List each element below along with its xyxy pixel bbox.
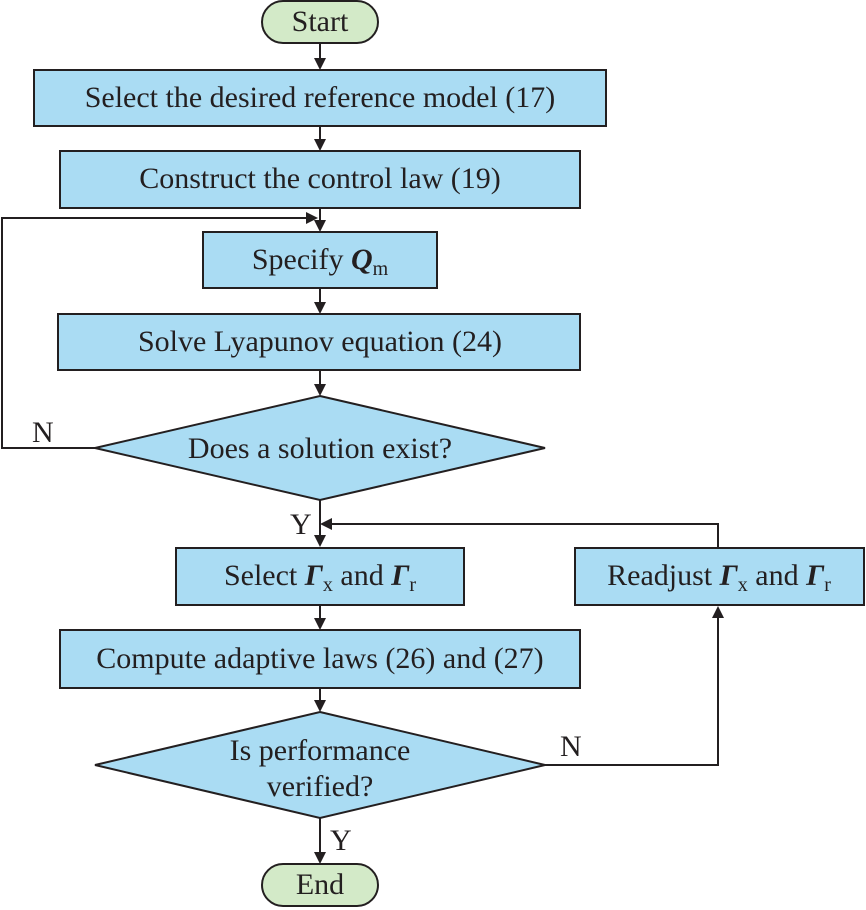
select-reference-model-label: Select the desired reference model (17) (85, 81, 556, 114)
arrowhead (314, 220, 326, 232)
decision2-yes-label: Y (330, 824, 352, 857)
gamma-r-subscript: r (824, 574, 831, 596)
gamma-x-subscript: x (323, 574, 333, 596)
select-gamma-box: Select Γx and Γr (175, 547, 465, 606)
q-symbol: Q (351, 243, 373, 276)
arrowhead (314, 58, 326, 70)
decision2-no-label: N (560, 730, 582, 763)
gamma-symbol: Γ (805, 559, 825, 592)
arrowhead (320, 518, 332, 530)
gamma-x-subscript: x (738, 574, 748, 596)
readjust-gamma-box: Readjust Γx and Γr (574, 547, 865, 606)
select-reference-model-box: Select the desired reference model (17) (33, 69, 607, 127)
connectors (1, 43, 724, 864)
end-label: End (296, 868, 344, 901)
construct-control-law-label: Construct the control law (19) (139, 162, 501, 195)
arrowhead (314, 700, 326, 712)
readjust-gamma-label: Readjust Γx and Γr (607, 559, 831, 596)
gamma-symbol: Γ (719, 559, 739, 592)
decision-solution-exists-label: Does a solution exist? (188, 432, 452, 465)
decision-performance-line2: verified? (267, 770, 374, 803)
construct-control-law-box: Construct the control law (19) (59, 150, 581, 209)
start-label: Start (292, 5, 349, 38)
decision-performance-verified: Is performance verified? (94, 710, 546, 820)
end-node: End (261, 863, 379, 907)
edge-readjust-loop (332, 523, 719, 548)
decision1-no-label: N (32, 416, 54, 449)
decision-solution-exists: Does a solution exist? (94, 394, 546, 502)
arrowhead (314, 139, 326, 151)
arrowhead (314, 302, 326, 314)
readjust-prefix: Readjust (607, 559, 720, 592)
arrowhead (314, 535, 326, 547)
specify-qm-label: Specify Qm (252, 243, 389, 280)
edge-decision1-no-loop (1, 217, 306, 449)
select-prefix: Select (224, 559, 305, 592)
solve-lyapunov-label: Solve Lyapunov equation (24) (138, 325, 502, 358)
gamma-symbol: Γ (304, 559, 324, 592)
solve-lyapunov-box: Solve Lyapunov equation (24) (57, 313, 581, 371)
and-word: and (333, 559, 391, 592)
decision1-yes-label: Y (290, 508, 312, 541)
arrowhead (314, 384, 326, 396)
edge-decision2-no (545, 618, 719, 766)
gamma-r-subscript: r (409, 574, 416, 596)
q-subscript: m (373, 258, 389, 280)
compute-adaptive-laws-label: Compute adaptive laws (26) and (27) (96, 642, 543, 675)
arrowhead (314, 618, 326, 630)
specify-prefix: Specify (252, 243, 351, 276)
gamma-symbol: Γ (390, 559, 410, 592)
specify-qm-box: Specify Qm (202, 231, 438, 289)
arrowhead (314, 852, 326, 864)
and-word: and (748, 559, 806, 592)
compute-adaptive-laws-box: Compute adaptive laws (26) and (27) (59, 629, 581, 689)
arrowhead (306, 212, 318, 224)
select-gamma-label: Select Γx and Γr (224, 559, 416, 596)
arrowhead (712, 606, 724, 618)
decision-performance-line1: Is performance (230, 734, 411, 767)
start-node: Start (261, 0, 379, 44)
